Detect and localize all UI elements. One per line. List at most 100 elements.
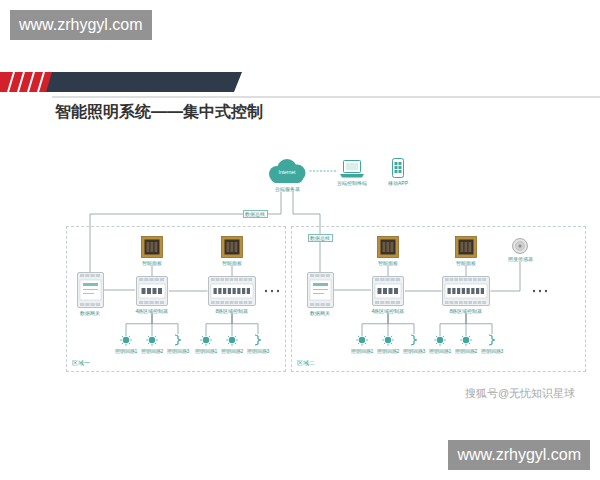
smart-panel-icon — [377, 236, 399, 258]
node-label: 照明回路1 — [114, 348, 138, 354]
light-fixture: 照明回路3 — [246, 334, 270, 354]
header-band — [0, 72, 242, 92]
light-sensor-icon — [512, 238, 528, 254]
node-label: 云端服务器 — [265, 186, 310, 192]
connector-line — [440, 314, 466, 335]
node-label: 照明回路2 — [454, 348, 478, 354]
smart-panel-icon — [221, 236, 243, 258]
controller-module-icon — [136, 276, 168, 306]
watermark: www.zrhygyl.com — [448, 440, 590, 470]
control-terminal: 云端控制终端 — [337, 160, 368, 186]
node-label: 8路区域控制器 — [208, 308, 257, 314]
node-label: 云端控制终端 — [337, 180, 368, 186]
node-label: 8路区域控制器 — [442, 308, 491, 314]
light-fixture: 照明回路3 — [166, 334, 190, 354]
accent-stripes — [8, 72, 44, 92]
node-label: 照明回路3 — [480, 348, 504, 354]
connector-line — [206, 314, 232, 335]
connector-line — [466, 266, 467, 277]
edge-label: 数据总线 — [308, 234, 333, 242]
light-fixture: 照明回路2 — [454, 334, 478, 354]
connector-line — [126, 314, 152, 335]
light-fixture-icon — [408, 334, 420, 346]
connector-line — [293, 192, 320, 273]
light-fixture-icon — [356, 334, 368, 346]
connector-line — [466, 314, 492, 335]
light-fixture: 照明回路3 — [480, 334, 504, 354]
node-label: 照明回路3 — [246, 348, 270, 354]
watermark: www.zrhygyl.com — [10, 10, 152, 40]
control-terminal-icon — [340, 160, 364, 178]
connector-line — [104, 290, 135, 291]
node-label: 4路区域控制器 — [135, 308, 169, 314]
controller-module: 4路区域控制器 — [135, 276, 169, 314]
node-label: 照明回路2 — [376, 348, 400, 354]
connector-line — [310, 171, 337, 172]
source-watermark: 搜狐号@无忧知识星球 — [465, 386, 575, 401]
light-fixture: 照明回路3 — [402, 334, 426, 354]
node-label: 智能面板 — [455, 260, 478, 266]
gateway-module-icon — [307, 272, 334, 308]
connector-line — [405, 291, 442, 292]
node-label: 照明回路1 — [428, 348, 452, 354]
connector-line — [491, 262, 521, 292]
node-label: 移动APP — [387, 180, 409, 186]
area-region: 区域一数据网关智能面板智能面板4路区域控制器8路区域控制器照明回路1照明回路2照… — [66, 226, 286, 372]
node-label: 照明回路2 — [220, 348, 244, 354]
node-label: 4路区域控制器 — [371, 308, 405, 314]
light-fixture: 照明回路2 — [140, 334, 164, 354]
mobile-app-icon — [392, 158, 404, 178]
controller-module: 8路区域控制器 — [442, 276, 491, 314]
light-fixture-icon — [252, 334, 264, 346]
light-fixture: 照明回路1 — [428, 334, 452, 354]
cloud-server: Internet 云端服务器 — [265, 158, 310, 192]
controller-module: 4路区域控制器 — [371, 276, 405, 314]
light-sensor: 照度传感器 — [507, 238, 533, 262]
light-fixture: 照明回路1 — [114, 334, 138, 354]
area-region: 区域二数据网关智能面板智能面板照度传感器4路区域控制器8路区域控制器照明回路1照… — [291, 226, 586, 372]
node-label: 照明回路1 — [194, 348, 218, 354]
connector-line — [232, 266, 233, 277]
connector-line — [90, 192, 281, 273]
node-label: 照明回路3 — [402, 348, 426, 354]
gateway-module: 数据网关 — [76, 272, 104, 316]
smart-panel: 智能面板 — [377, 236, 400, 266]
light-fixture-icon — [382, 334, 394, 346]
node-label: 数据网关 — [306, 310, 334, 316]
region-label: 区域二 — [297, 360, 315, 367]
light-fixture-icon — [460, 334, 472, 346]
node-label: 照明回路3 — [166, 348, 190, 354]
mobile-app: 移动APP — [387, 158, 409, 186]
smart-panel: 智能面板 — [455, 236, 478, 266]
connector-line — [388, 266, 389, 277]
node-label: 智能面板 — [221, 260, 244, 266]
connector-line — [334, 290, 371, 291]
page-title: 智能照明系统——集中式控制 — [55, 102, 263, 123]
connector-line — [152, 314, 178, 335]
gateway-module-icon — [77, 272, 104, 308]
controller-module-icon — [208, 276, 256, 306]
node-label: 照明回路2 — [140, 348, 164, 354]
light-fixture-icon — [226, 334, 238, 346]
connector-line — [388, 314, 414, 335]
header-rule — [52, 97, 600, 98]
light-fixture-icon — [486, 334, 498, 346]
cloud-text: Internet — [265, 169, 310, 175]
connector-line — [362, 314, 388, 335]
controller-module-icon — [372, 276, 404, 306]
light-fixture-icon — [434, 334, 446, 346]
controller-module: 8路区域控制器 — [208, 276, 257, 314]
connector-line — [169, 291, 208, 292]
node-label: 照度传感器 — [507, 256, 533, 262]
node-label: 智能面板 — [141, 260, 164, 266]
connector-line — [152, 266, 153, 277]
node-label: 智能面板 — [377, 260, 400, 266]
light-fixture-icon — [146, 334, 158, 346]
smart-panel-icon — [455, 236, 477, 258]
smart-panel-icon — [141, 236, 163, 258]
node-label: 照明回路1 — [350, 348, 374, 354]
smart-panel: 智能面板 — [141, 236, 164, 266]
node-label: 数据网关 — [76, 310, 104, 316]
light-fixture-icon — [200, 334, 212, 346]
